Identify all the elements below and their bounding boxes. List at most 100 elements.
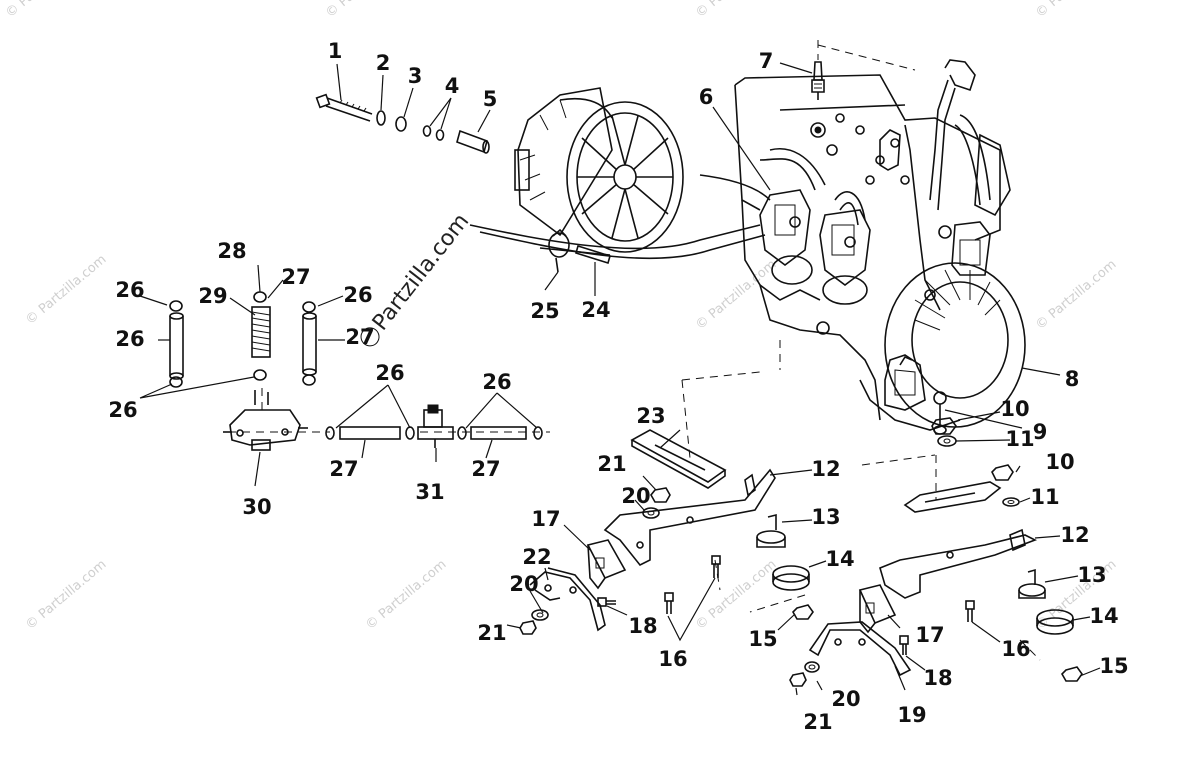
rubber-mount [1018, 568, 1046, 599]
watermark: © Partzilla.com [1033, 257, 1119, 333]
o-ring [435, 129, 445, 141]
callout-label: 22 [522, 545, 551, 569]
callout-label: 29 [198, 284, 227, 308]
watermark: © Partzilla.com [1033, 0, 1119, 21]
fuel-hose [302, 312, 317, 376]
bolt [899, 635, 909, 655]
callout-label: 31 [415, 480, 444, 504]
callout-label: 11 [1005, 427, 1034, 451]
callout-label: 21 [477, 621, 506, 645]
callout-label: 23 [636, 404, 665, 428]
fuel-hose [169, 312, 184, 380]
carburetor-left [759, 189, 813, 285]
callout-label: 13 [1077, 563, 1106, 587]
bolt [597, 597, 616, 607]
callout-label: 1 [328, 39, 343, 63]
watermark: © Partzilla.com [323, 0, 409, 21]
drive-clutch [514, 87, 684, 253]
o-ring [422, 125, 432, 137]
callout-label: 14 [825, 547, 854, 571]
bolt [965, 600, 975, 622]
pulley-face [566, 101, 684, 253]
nut [519, 620, 537, 635]
callout-label: 15 [748, 627, 777, 651]
bolt-assembly [315, 93, 490, 154]
callout-label: 15 [1099, 654, 1128, 678]
support-bracket [808, 621, 912, 677]
callout-label: 25 [530, 299, 559, 323]
callout-label: 27 [345, 325, 374, 349]
callout-label: 14 [1089, 604, 1118, 628]
watermark: © Partzilla.com [693, 257, 779, 333]
watermark: © Partzilla.com [363, 557, 449, 633]
washer [804, 661, 820, 673]
callout-label: 26 [375, 361, 404, 385]
rubber-mount [756, 513, 786, 548]
nut [991, 464, 1014, 481]
callout-label: 7 [759, 49, 774, 73]
callout-label: 12 [1060, 523, 1089, 547]
leader-lines [139, 62, 1101, 696]
washer [642, 507, 660, 519]
callout-label: 2 [376, 51, 391, 75]
clamp [169, 376, 183, 388]
pulley-hub [613, 164, 637, 190]
callout-label: 11 [1030, 485, 1059, 509]
spark-plug-cap [879, 129, 901, 171]
callout-label: 28 [217, 239, 246, 263]
callout-label: 16 [658, 647, 687, 671]
watermark: © Partzilla.com [3, 0, 89, 21]
callout-label: 10 [1000, 397, 1029, 421]
nut [931, 417, 957, 435]
callout-label: 10 [1045, 450, 1074, 474]
spark-plug-seat [810, 122, 826, 138]
watermark: © Partzilla.com [23, 557, 109, 633]
watermark: © Partzilla.com [23, 252, 109, 328]
callout-label: 26 [108, 398, 137, 422]
support-bracket [529, 567, 606, 632]
brand-watermark-text: Partzilla.com [368, 209, 474, 335]
engine-block [469, 59, 1026, 435]
callout-label: 6 [699, 85, 714, 109]
lock-nut [1061, 666, 1083, 682]
fuel-shutoff-valve [417, 404, 454, 448]
callout-label: 16 [1001, 637, 1030, 661]
fuel-pump [223, 390, 308, 451]
callout-label: 20 [621, 484, 650, 508]
callout-label: 20 [509, 572, 538, 596]
mount-plate [903, 481, 1002, 513]
clamp [302, 374, 316, 386]
callout-label: 26 [115, 327, 144, 351]
callout-label: 12 [811, 457, 840, 481]
rubber-pad [772, 565, 810, 591]
bolt [664, 592, 674, 614]
washer [376, 110, 386, 126]
mount-plate [630, 429, 727, 489]
callout-label: 26 [482, 370, 511, 394]
bolt [315, 93, 373, 122]
callout-label: 17 [915, 623, 944, 647]
callout-label: 19 [897, 703, 926, 727]
ignition-coil [951, 133, 1011, 276]
lock-nut [792, 604, 814, 620]
engine-mount-bracket [879, 528, 1037, 599]
carburetor-right [819, 209, 871, 305]
nut [650, 487, 671, 503]
callout-label: 18 [923, 666, 952, 690]
fuel-hose [575, 244, 611, 265]
engine-mount-bracket [603, 468, 776, 567]
callout-label: 3 [408, 64, 423, 88]
spring-hose [251, 306, 271, 358]
washer [531, 609, 549, 621]
callout-label: 30 [242, 495, 271, 519]
callout-label: 27 [329, 457, 358, 481]
washer [395, 116, 407, 132]
callout-label: 20 [831, 687, 860, 711]
watermark: © Partzilla.com [693, 0, 779, 21]
mount-block [586, 539, 627, 590]
callout-label: 27 [471, 457, 500, 481]
washer [937, 435, 957, 447]
callout-label: 26 [115, 278, 144, 302]
clamp [302, 301, 316, 313]
